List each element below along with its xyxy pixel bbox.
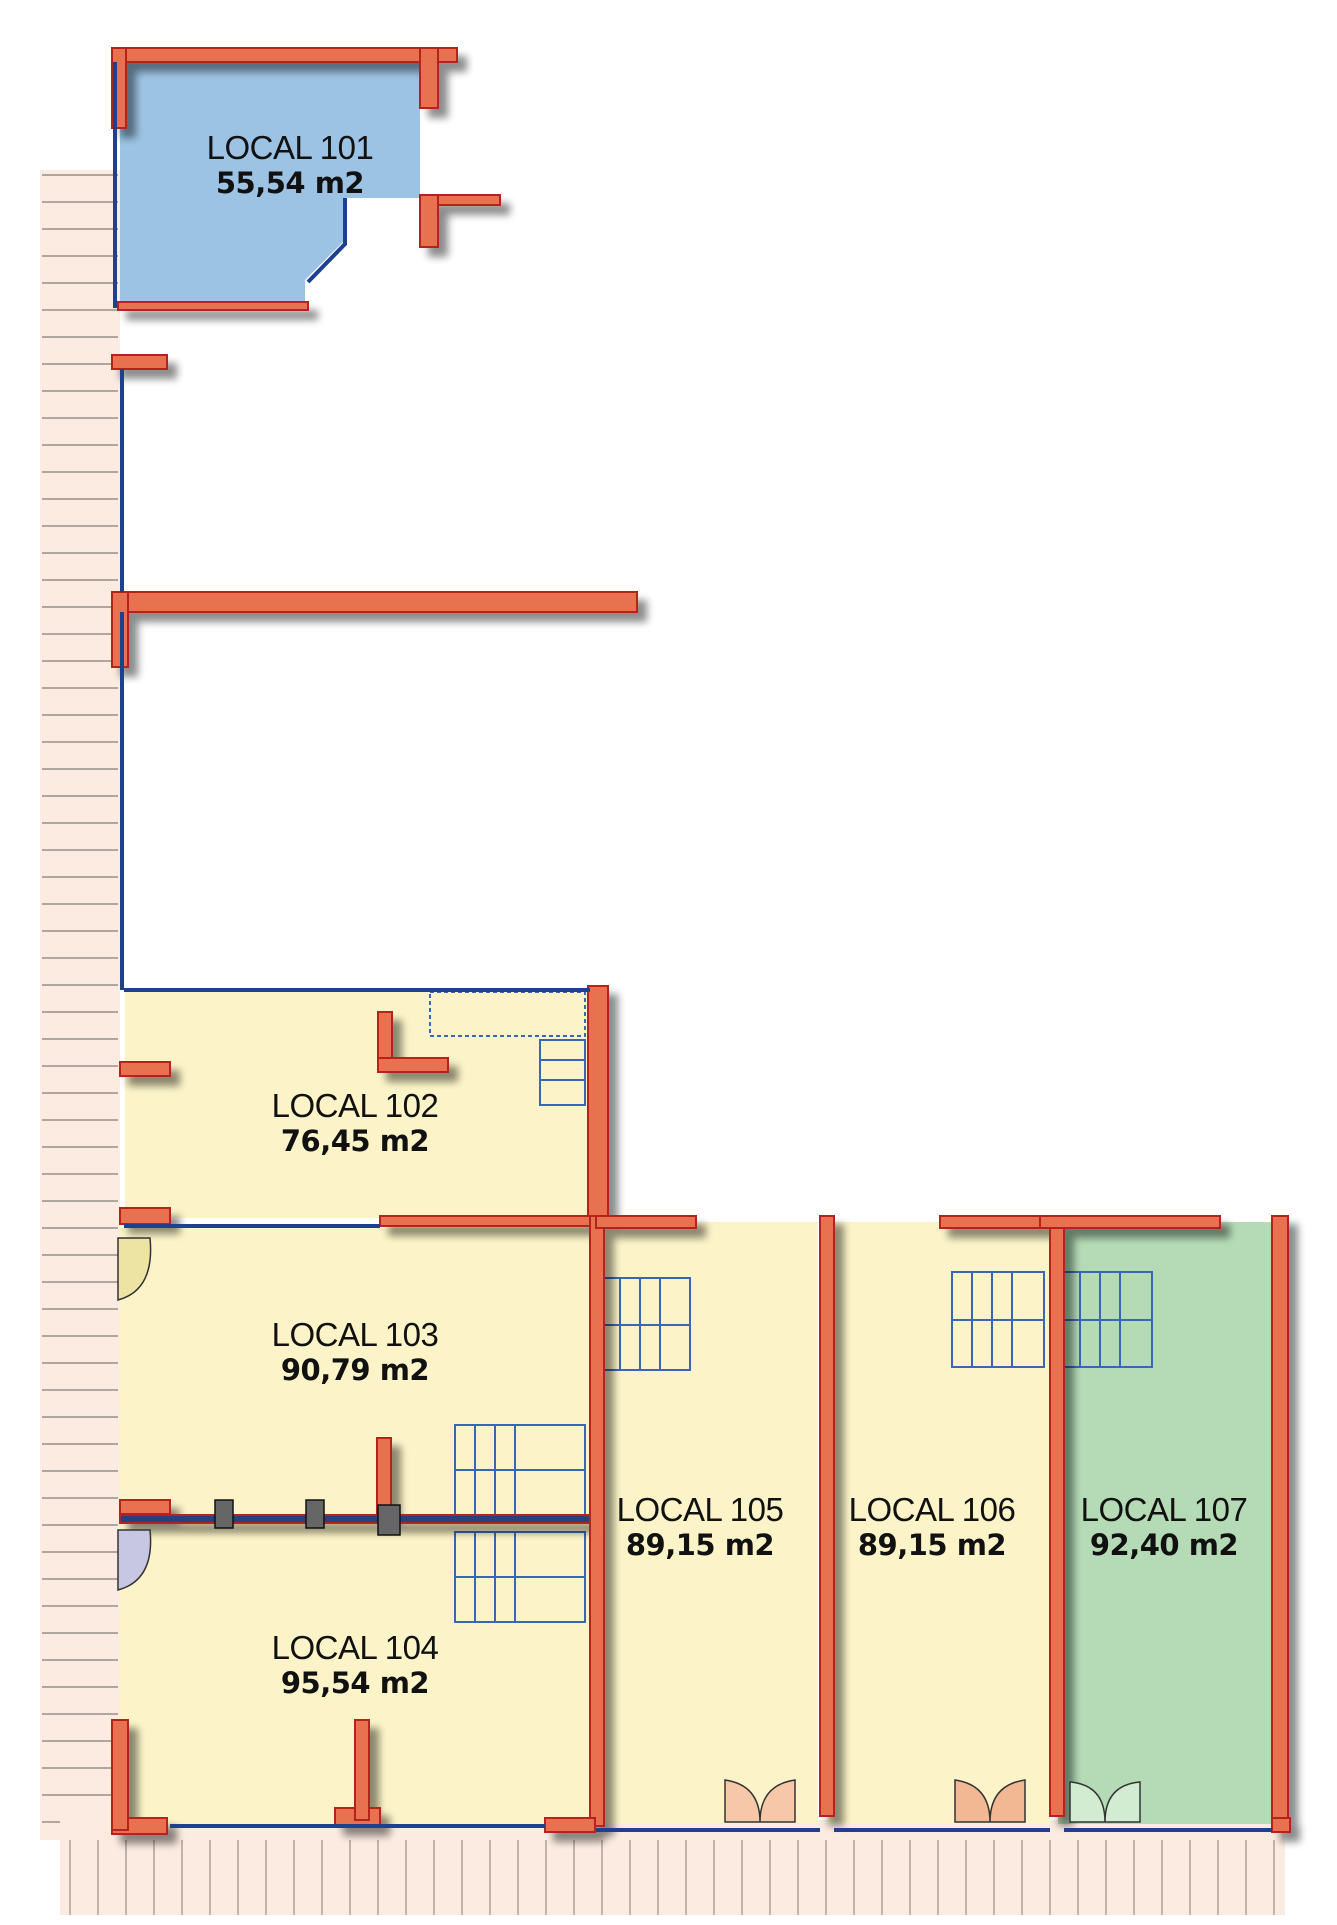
- room-label-local-101: LOCAL 101 55,54 m2: [206, 129, 374, 200]
- glazing: [113, 62, 1272, 1832]
- sidewalk-bottom: [60, 1820, 1285, 1915]
- room-fill-local-102: [125, 990, 590, 1218]
- room-label-local-105: LOCAL 105 89,15 m2: [616, 1491, 784, 1562]
- room-area: 95,54 m2: [280, 1665, 430, 1700]
- room-name: LOCAL 104: [271, 1629, 439, 1666]
- room-label-local-103: LOCAL 103 90,79 m2: [271, 1316, 439, 1387]
- room-name: LOCAL 103: [271, 1316, 439, 1353]
- room-label-local-102: LOCAL 102 76,45 m2: [271, 1087, 439, 1158]
- room-area: 55,54 m2: [215, 165, 365, 200]
- doors: [117, 1237, 1141, 1823]
- room-name: LOCAL 107: [1080, 1491, 1248, 1528]
- room-name: LOCAL 101: [206, 129, 374, 166]
- door-local-105: [724, 1779, 796, 1823]
- room-name: LOCAL 102: [271, 1087, 439, 1124]
- room-name: LOCAL 106: [848, 1491, 1016, 1528]
- stairs: [429, 991, 1153, 1623]
- room-area: 89,15 m2: [625, 1527, 775, 1562]
- room-fills: [120, 62, 1280, 1824]
- columns: [214, 1499, 401, 1536]
- room-fill-local-103: [120, 1228, 590, 1516]
- room-area: 89,15 m2: [857, 1527, 1007, 1562]
- stair-local-106: [951, 1271, 1045, 1368]
- room-fill-local-101: [120, 62, 420, 308]
- room-label-local-104: LOCAL 104 95,54 m2: [271, 1629, 439, 1700]
- room-area: 90,79 m2: [280, 1352, 430, 1387]
- door-local-103: [117, 1237, 152, 1301]
- room-area: 92,40 m2: [1089, 1527, 1239, 1562]
- room-label-local-107: LOCAL 107 92,40 m2: [1080, 1491, 1248, 1562]
- room-name: LOCAL 105: [616, 1491, 784, 1528]
- room-fill-local-107: [1058, 1222, 1280, 1824]
- door-local-106: [954, 1779, 1026, 1823]
- door-local-104: [117, 1529, 152, 1591]
- room-label-local-106: LOCAL 106 89,15 m2: [848, 1491, 1016, 1562]
- room-fill-local-105: [600, 1222, 818, 1824]
- stair-local-104: [454, 1531, 586, 1623]
- room-area: 76,45 m2: [280, 1123, 430, 1158]
- door-local-107: [1069, 1781, 1141, 1823]
- sidewalk-left: [40, 170, 120, 1840]
